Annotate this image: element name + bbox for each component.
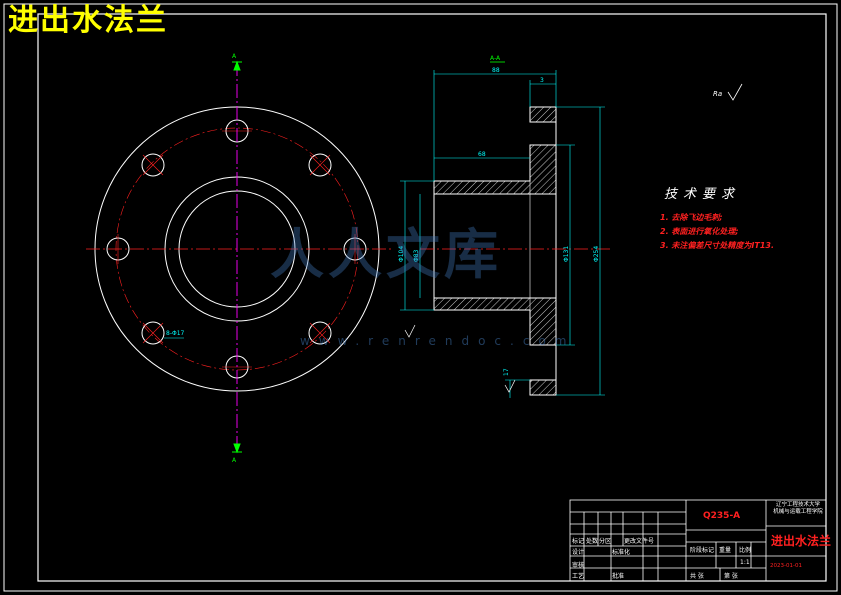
tech-requirements-title: 技术要求 <box>664 187 741 202</box>
dim-flange-thk: 17 <box>503 368 510 376</box>
surface-finish-symbol <box>727 83 743 101</box>
tb-design: 设计 <box>572 549 585 556</box>
tb-approve: 批准 <box>612 573 625 580</box>
school-line-1: 辽宁工程技术大学 <box>775 502 820 508</box>
section-label: A-A <box>490 55 501 62</box>
section-view <box>400 61 610 398</box>
tb-scale: 1:1 <box>740 559 750 566</box>
dim-overall-length: 88 <box>492 67 500 74</box>
tb-zone: 分区 <box>599 538 612 545</box>
tb-standard: 标准化 <box>612 549 631 556</box>
tech-note-1: 1. 去除飞边毛刺; <box>660 213 723 222</box>
tb-process: 工艺 <box>572 573 585 580</box>
dim-inner-dia: Φ83 <box>413 249 420 262</box>
dim-holes: 8-Φ17 <box>166 330 185 337</box>
bolt-hole <box>141 153 165 177</box>
tb-review: 审核 <box>572 562 585 569</box>
sheet-border <box>3 3 838 592</box>
dim-step: 3 <box>540 77 544 84</box>
section-arrows <box>232 60 242 454</box>
tech-note-2: 2. 表面进行氧化处理; <box>660 227 739 236</box>
view-marker-top: A <box>232 53 237 60</box>
tb-ratio: 比例 <box>739 547 752 554</box>
school-line-2: 机械与运载工程学院 <box>773 509 823 515</box>
view-marker-bottom: A <box>232 457 237 464</box>
bolt-hole <box>308 153 332 177</box>
school-name: 辽宁工程技术大学 机械与运载工程学院 <box>770 502 826 516</box>
drawing-title: 进出水法兰 <box>8 3 168 38</box>
upper-section <box>433 106 557 195</box>
surface-finish-small <box>404 324 516 393</box>
tb-weight: 重量 <box>719 547 732 554</box>
watermark-text: 人人文库 <box>270 223 502 286</box>
dim-bore-dia: Φ104 <box>398 246 405 262</box>
drawing-frame <box>37 13 827 582</box>
tb-count: 处数 <box>586 538 599 545</box>
material-label: Q235-A <box>703 511 741 521</box>
dim-outer-dia: Φ254 <box>593 246 600 262</box>
front-view <box>86 60 392 454</box>
tb-sheet: 第 张 <box>724 573 738 580</box>
bolt-hole <box>308 321 332 345</box>
surface-finish-label: Ra <box>713 90 723 98</box>
tb-doc: 更改文件号 <box>624 538 655 545</box>
watermark-url: www.renrendoc.com <box>300 334 576 348</box>
dim-bore-length: 68 <box>478 151 486 158</box>
tb-sheets: 共 张 <box>690 573 704 580</box>
part-name: 进出水法兰 <box>771 534 832 548</box>
dim-hub-dia: Φ131 <box>563 246 570 262</box>
title-block <box>569 499 827 582</box>
tb-mark: 标记 <box>572 538 585 545</box>
tb-stage: 阶段标记 <box>690 547 715 554</box>
dimension-lines <box>400 70 605 398</box>
tech-note-3: 3. 未注偏差尺寸处精度为IT13. <box>660 241 774 250</box>
drawing-number: 2023-01-01 <box>770 563 802 569</box>
bolt-hole <box>141 321 165 345</box>
